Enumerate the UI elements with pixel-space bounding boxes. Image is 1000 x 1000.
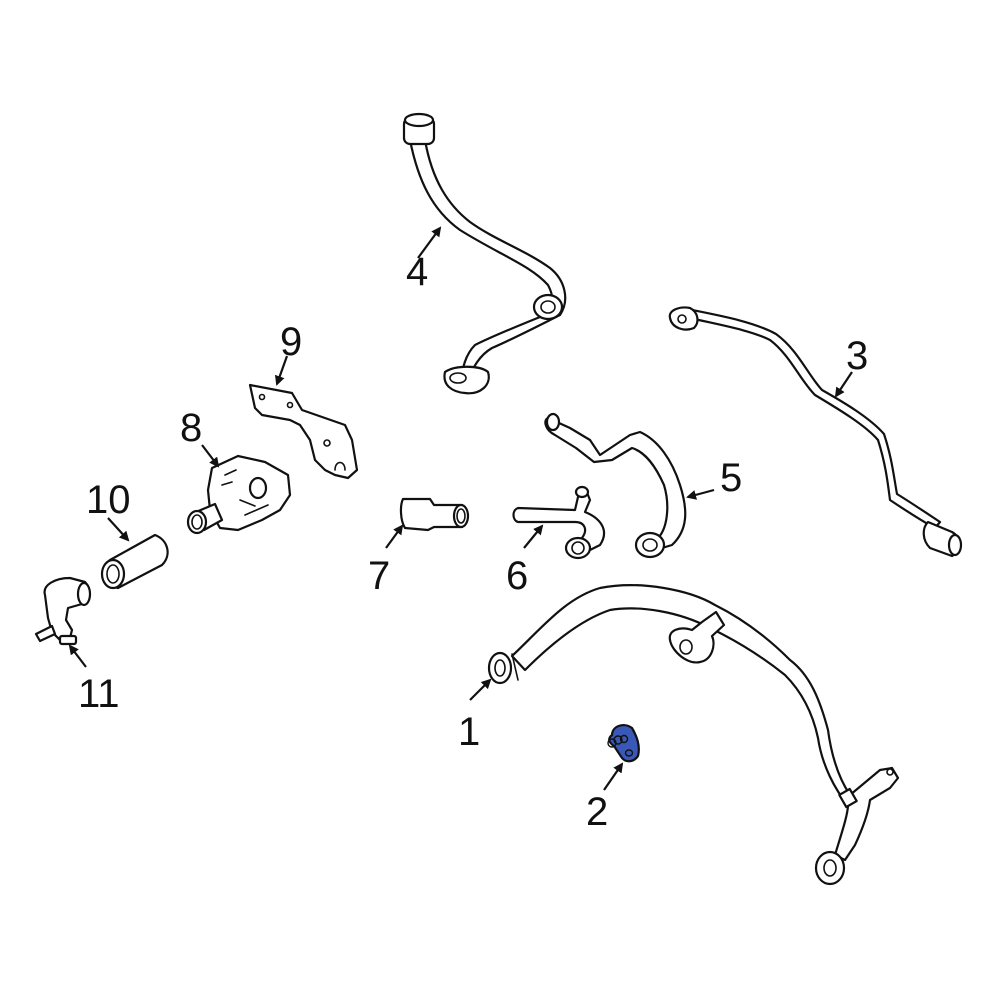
arrow-6 [523,524,544,549]
callout-5[interactable]: 5 [720,456,743,500]
arrow-2 [603,762,624,791]
part-8-auxiliary-water-pump[interactable] [186,454,292,535]
part-9-pump-bracket[interactable] [248,383,359,480]
arrow-11 [68,644,87,668]
callout-6[interactable]: 6 [506,554,529,598]
arrow-10 [107,517,130,542]
callout-7[interactable]: 7 [368,554,391,598]
arrow-5 [686,488,715,500]
callout-4[interactable]: 4 [406,250,429,294]
part-11-elbow-fitting[interactable] [34,576,92,646]
arrow-3 [834,371,853,398]
arrow-8 [201,444,220,468]
callout-11[interactable]: 11 [78,672,120,716]
arrow-7 [385,524,404,549]
callout-9[interactable]: 9 [280,320,303,364]
arrow-1 [469,678,492,701]
part-4-coolant-pipe-top[interactable] [402,112,567,395]
part-7-hose-connector[interactable] [399,497,470,532]
part-6-coolant-pipe-elbow[interactable] [512,485,606,560]
part-10-hose-sleeve[interactable] [100,533,169,590]
part-3-coolant-pipe-upper-right[interactable] [668,306,963,558]
part-5-coolant-hose-curved[interactable] [544,412,687,559]
callout-2[interactable]: 2 [586,790,609,834]
arrow-4 [417,226,442,259]
callout-8[interactable]: 8 [180,406,203,450]
part-1-coolant-pipe-main[interactable] [487,584,900,886]
callout-10[interactable]: 10 [86,478,131,522]
callout-1[interactable]: 1 [458,710,481,754]
arrow-9 [274,355,289,386]
part-2-gasket-highlighted[interactable] [607,724,640,763]
callout-3[interactable]: 3 [846,334,869,378]
